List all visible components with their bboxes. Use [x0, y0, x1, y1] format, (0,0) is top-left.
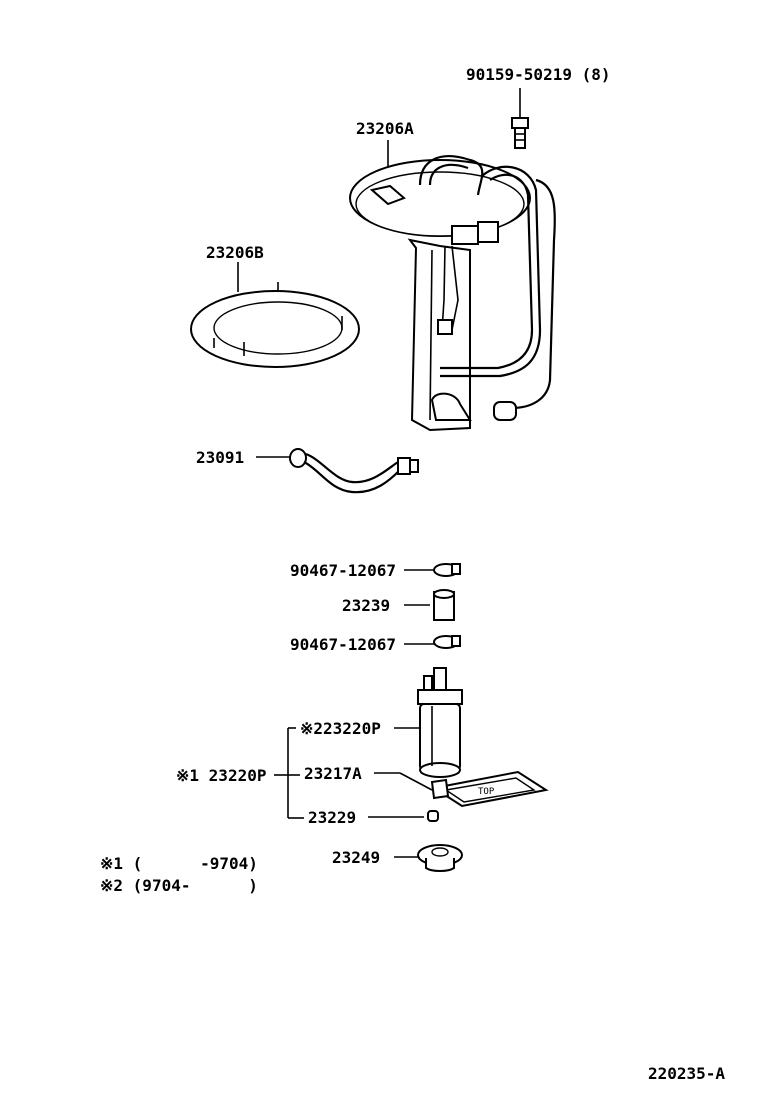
fuel-pump-part[interactable]: [417, 667, 463, 778]
cushion-part[interactable]: [394, 844, 463, 872]
diagram-code: 220235-A: [648, 1064, 725, 1083]
label-clip[interactable]: 23229: [308, 808, 356, 827]
label-sender-gauge[interactable]: 23206A: [356, 119, 414, 138]
group-bracket: [274, 727, 420, 819]
filter-mark: TOP: [478, 787, 495, 797]
clip-part[interactable]: [368, 810, 439, 822]
label-pump-sub2[interactable]: ※223220P: [300, 719, 381, 738]
filter-part[interactable]: TOP: [374, 770, 549, 808]
label-pump-sub1[interactable]: ※1 23220P: [176, 766, 266, 785]
clamp-top-part[interactable]: [404, 563, 461, 577]
clamp-bottom-part[interactable]: [404, 635, 461, 649]
label-cushion[interactable]: 23249: [332, 848, 380, 867]
label-bolt[interactable]: 90159-50219 (8): [466, 65, 611, 84]
outlet-hose-part[interactable]: [256, 448, 419, 494]
label-short-hose[interactable]: 23239: [342, 596, 390, 615]
bolt-part[interactable]: [511, 88, 529, 149]
label-clamp-top[interactable]: 90467-12067: [290, 561, 396, 580]
note-1: ※1 ( -9704): [100, 854, 258, 873]
note-2: ※2 (9704- ): [100, 876, 258, 895]
sender-gauge-assembly[interactable]: [349, 140, 556, 432]
label-gasket[interactable]: 23206B: [206, 243, 264, 262]
label-outlet-hose[interactable]: 23091: [196, 448, 244, 467]
label-filter[interactable]: 23217A: [304, 764, 362, 783]
label-clamp-bottom[interactable]: 90467-12067: [290, 635, 396, 654]
short-hose-part[interactable]: [404, 589, 455, 621]
gasket-part[interactable]: [190, 262, 360, 368]
